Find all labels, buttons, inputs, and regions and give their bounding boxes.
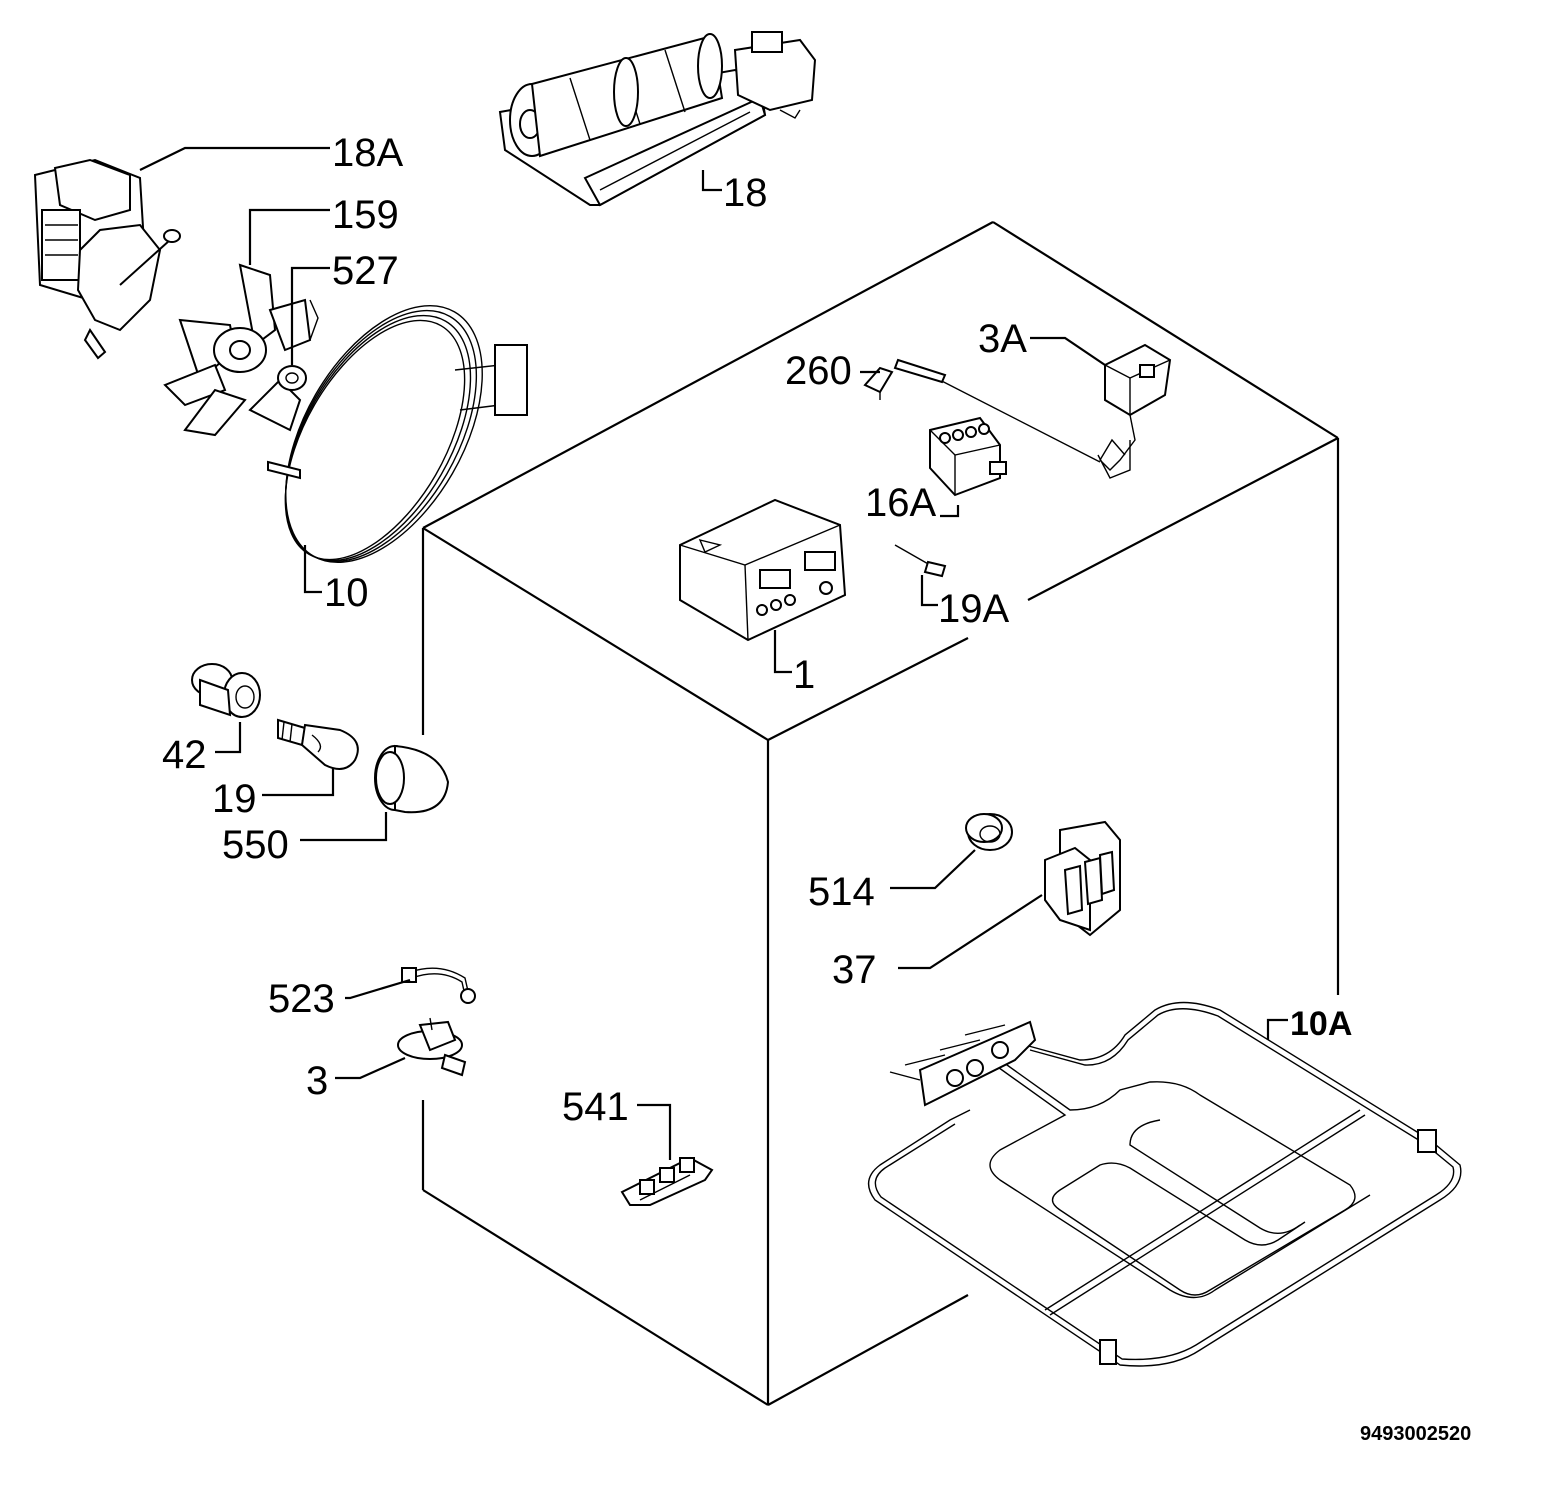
leader-514 bbox=[890, 849, 976, 890]
drawing-number: 9493002520 bbox=[1360, 1423, 1471, 1445]
tangential-fan-part bbox=[498, 31, 817, 207]
leader-550 bbox=[300, 812, 388, 842]
thermostat-3A-part bbox=[929, 343, 1172, 479]
fan-motor-part bbox=[33, 158, 181, 360]
leader-523 bbox=[345, 978, 411, 1000]
leader-3 bbox=[335, 1056, 406, 1080]
label-260: 260 bbox=[785, 349, 852, 393]
grommet-part bbox=[965, 813, 1013, 851]
label-541: 541 bbox=[562, 1085, 629, 1129]
connector-block-part bbox=[620, 1156, 714, 1206]
label-523: 523 bbox=[268, 977, 335, 1021]
leader-527 bbox=[290, 266, 330, 365]
leader-541 bbox=[637, 1103, 672, 1160]
lamp-cover-part bbox=[374, 744, 450, 814]
fan-blade-part bbox=[163, 263, 312, 437]
label-10A: 10A bbox=[1290, 1005, 1352, 1043]
leader-19A bbox=[920, 575, 938, 607]
leader-10A bbox=[1266, 1018, 1288, 1040]
safety-thermostat-part bbox=[397, 1017, 467, 1077]
label-37: 37 bbox=[832, 948, 877, 992]
leader-18 bbox=[701, 170, 722, 192]
leader-19 bbox=[262, 768, 335, 797]
label-18A: 18A bbox=[332, 131, 403, 175]
safety-thermostat-clip-part bbox=[401, 967, 476, 1004]
label-514: 514 bbox=[808, 870, 875, 914]
leader-37 bbox=[898, 894, 1043, 970]
leader-159 bbox=[248, 208, 330, 265]
electronic-timer-part bbox=[679, 498, 847, 642]
label-527: 527 bbox=[332, 249, 399, 293]
leader-3A bbox=[1030, 336, 1106, 366]
label-10: 10 bbox=[324, 571, 369, 615]
label-3A: 3A bbox=[978, 317, 1027, 361]
grill-heating-element-part bbox=[867, 1001, 1462, 1367]
label-42: 42 bbox=[162, 733, 207, 777]
sensor-probe-part bbox=[863, 358, 947, 400]
label-19A: 19A bbox=[938, 587, 1009, 631]
label-550: 550 bbox=[222, 823, 289, 867]
fan-nut-part bbox=[277, 299, 319, 391]
lamp-holder-part bbox=[191, 663, 261, 718]
leader-42 bbox=[215, 722, 242, 754]
label-159: 159 bbox=[332, 193, 399, 237]
circular-heating-element-part bbox=[267, 304, 528, 564]
terminal-block-part bbox=[1044, 820, 1121, 937]
label-1: 1 bbox=[793, 653, 815, 697]
leader-10 bbox=[303, 545, 322, 594]
leader-16A bbox=[940, 505, 960, 518]
sensor-19A-part bbox=[894, 544, 947, 578]
label-19: 19 bbox=[212, 777, 257, 821]
oven-lamp-part bbox=[277, 718, 359, 770]
label-16A: 16A bbox=[865, 481, 936, 525]
leader-18A bbox=[139, 146, 330, 171]
label-3: 3 bbox=[306, 1059, 328, 1103]
oven-cabinet-outline bbox=[421, 221, 1340, 1406]
selector-switch-part bbox=[929, 416, 1007, 497]
label-18: 18 bbox=[723, 171, 768, 215]
leader-1 bbox=[773, 630, 792, 674]
